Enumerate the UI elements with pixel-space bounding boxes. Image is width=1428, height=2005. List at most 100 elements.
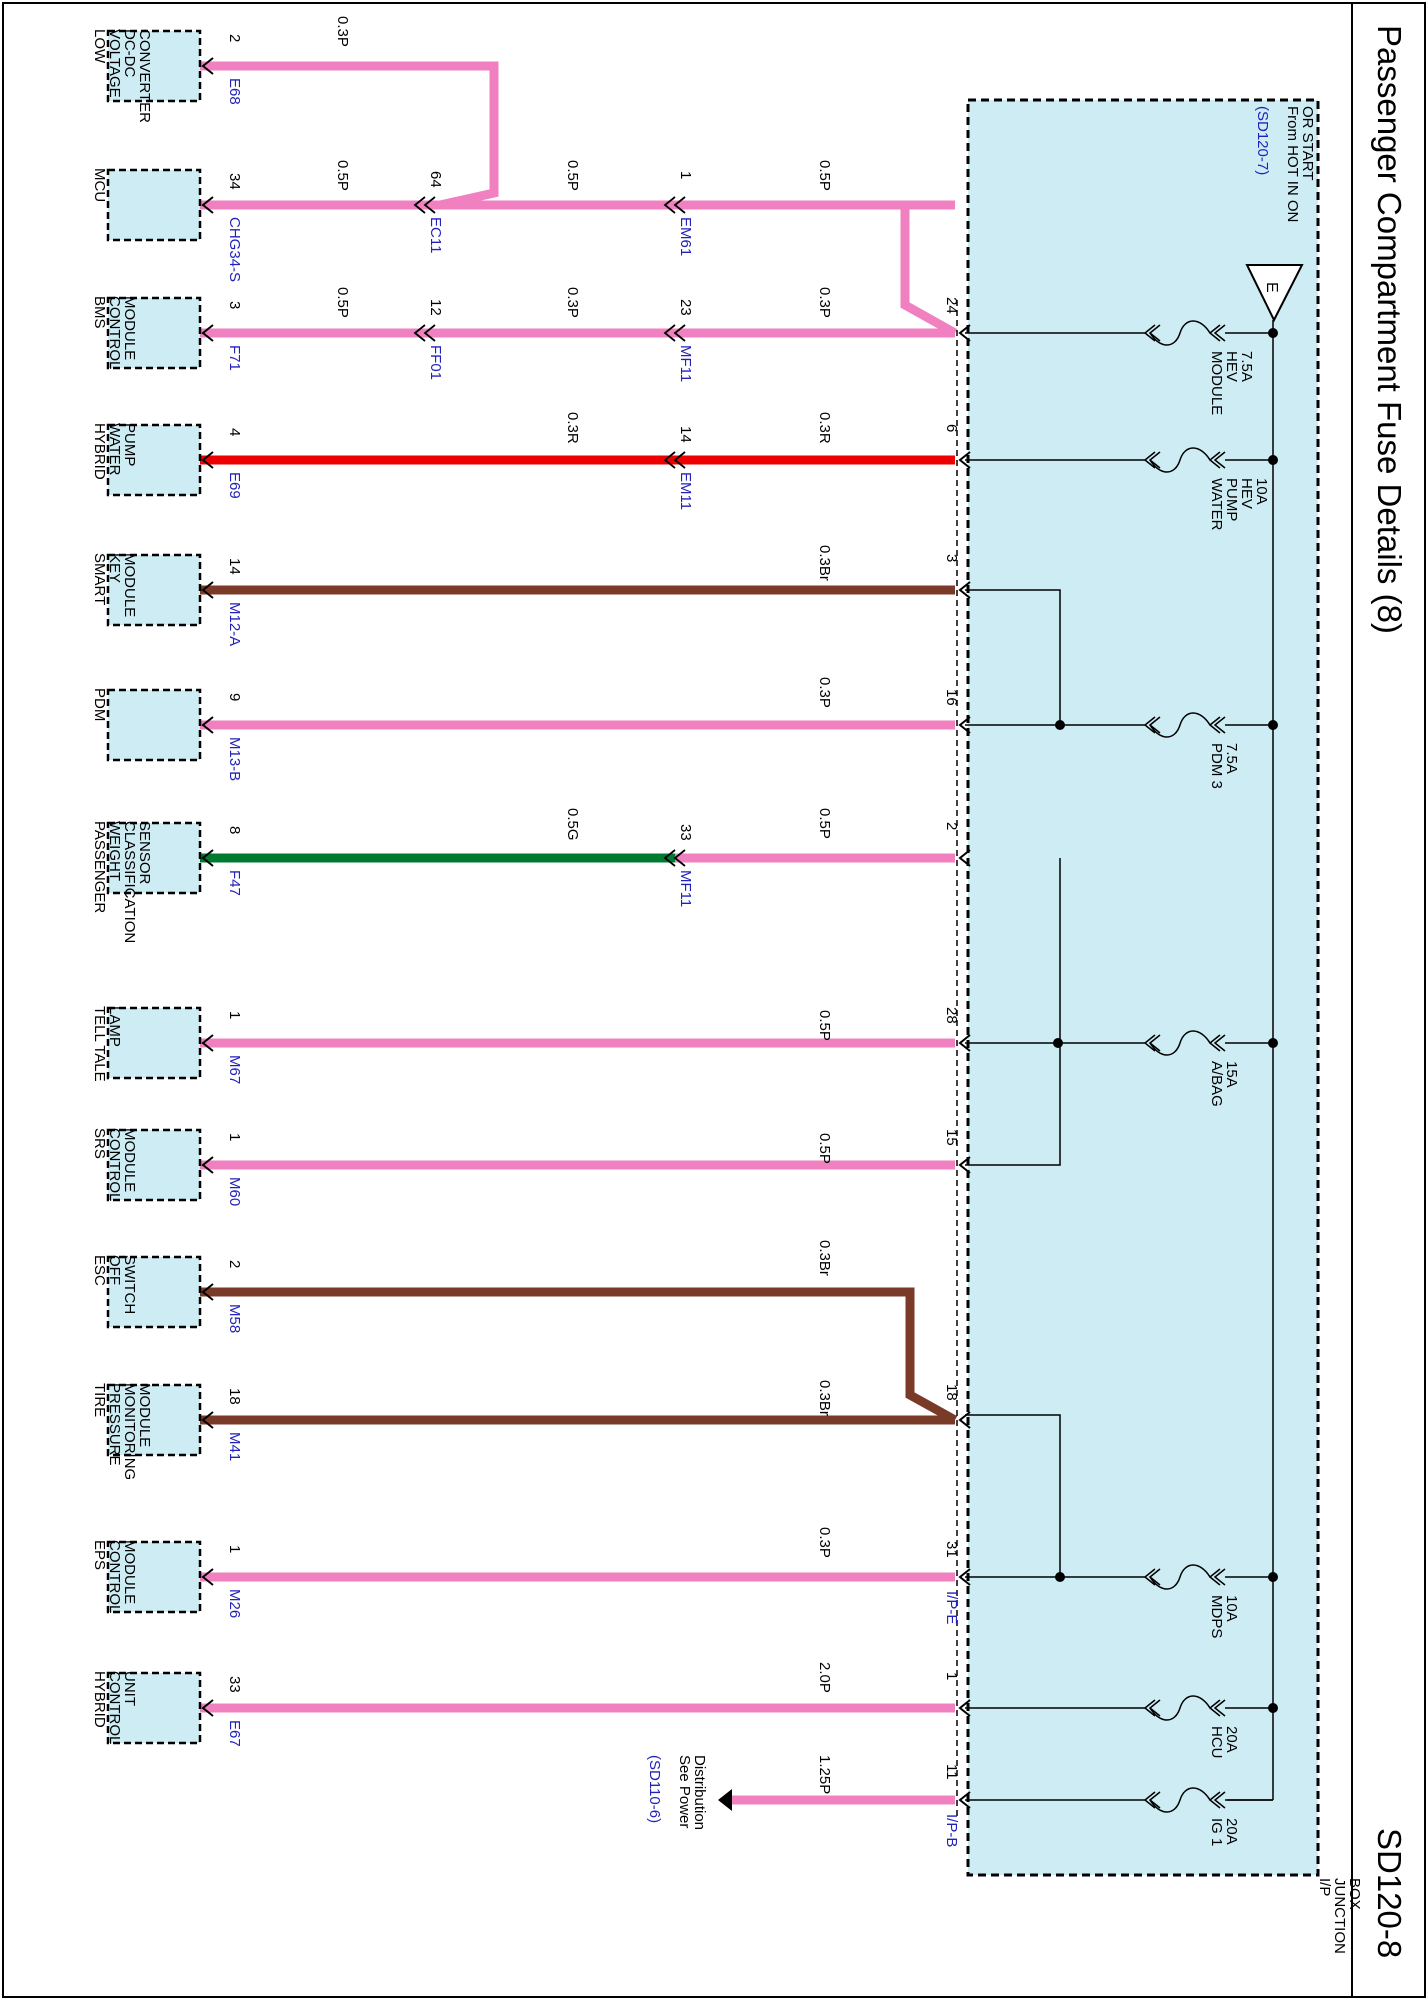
- wire-label-mcu-3: 0.5P: [816, 160, 833, 191]
- wire-label-hwp-1: 0.3R: [564, 412, 581, 444]
- inline-connector-ref: EC11: [427, 217, 444, 253]
- pdm3-branch-dot: [1055, 720, 1065, 730]
- device-label-tpms: TIREPRESSUREMONITORINGMODULE: [91, 1383, 153, 1480]
- device-connector-ref: M60: [226, 1177, 243, 1206]
- device-label-ldc: LOWVOLTAGEDC-DCCONVERTER: [91, 29, 153, 123]
- device-label-pwcs: PASSENGERWEIGHTCLASSIFICATIONSENSOR: [91, 821, 153, 943]
- wire-label-bms-1: 0.5P: [334, 287, 351, 318]
- fuse-element: [1149, 1030, 1211, 1056]
- device-pin-chevron: [201, 57, 214, 75]
- device-pin-chevron: [201, 1568, 214, 1586]
- wire-label-tell: 0.5P: [816, 1010, 833, 1041]
- device-pin-number: 33: [226, 1676, 243, 1693]
- device-pin-number: 3: [226, 301, 243, 309]
- box-pin-number: 11: [943, 1764, 960, 1780]
- fuse-element: [1149, 712, 1211, 738]
- device-connector-ref: E69: [226, 472, 243, 499]
- device-label-hcu: HYBRIDCONTROLUNIT: [91, 1671, 138, 1744]
- abag-branch: [965, 858, 1061, 1166]
- inline-connector-ff01: [413, 324, 436, 342]
- inline-connector-ec11: [413, 196, 436, 214]
- device-connector-ref: M67: [226, 1055, 243, 1084]
- device-pin-number: 1: [226, 1011, 243, 1019]
- device-connector-ref: M12-A: [226, 602, 243, 646]
- wire-label-ldc: 0.3P: [334, 16, 351, 47]
- device-label-srs: SRSCONTROLMODULE: [91, 1128, 138, 1201]
- device-label-esc: ESCOFFSWITCH: [91, 1255, 138, 1314]
- device-connector-ref: M26: [226, 1589, 243, 1618]
- inline-connector-ref: MF11: [677, 345, 694, 382]
- fuse-element: [1149, 320, 1211, 346]
- device-group: 2E68LOWVOLTAGEDC-DCCONVERTER34CHG34-SMCU…: [91, 29, 243, 1747]
- device-connector-ref: CHG34-S: [226, 217, 243, 282]
- fuse-element: [1149, 1787, 1211, 1813]
- device-pin-number: 9: [226, 693, 243, 701]
- device-pin-number: 1: [226, 1133, 243, 1141]
- wire-label-esc: 0.3Br: [816, 1240, 833, 1276]
- device-pin-number: 4: [226, 428, 243, 436]
- wire-esc: [200, 1287, 958, 1424]
- inline-connector-mf11-a: [663, 324, 686, 342]
- device-pin-chevron: [201, 716, 214, 734]
- wire-label-group: 0.3P 0.5P 0.5P 0.5P 0.5P 0.3P 0.3P 0.3R 0.3R 0.3B…: [334, 16, 833, 1794]
- box-pin-number: 18: [943, 1384, 960, 1401]
- wire-label-mcu-2: 0.5P: [564, 160, 581, 191]
- device-label-mcu: MCU: [91, 168, 108, 202]
- box-pin-number: 15: [943, 1129, 960, 1146]
- inline-pin-number: 12: [427, 299, 444, 316]
- wire-label-pdm: 0.3P: [816, 677, 833, 708]
- device-label-pdm: PDM: [91, 688, 108, 721]
- box-pin-number: 31: [943, 1541, 960, 1558]
- fuse-element: [1149, 1564, 1211, 1590]
- device-mcu: [106, 168, 202, 242]
- device-smk: [106, 553, 202, 627]
- device-tell: [106, 1006, 202, 1080]
- device-pwcs: [106, 821, 202, 895]
- inline-pin-number: 14: [677, 426, 694, 443]
- inline-connector-em11: [663, 451, 686, 469]
- device-ldc: [106, 29, 202, 103]
- inline-connector-ref: FF01: [427, 345, 444, 380]
- junction-box-label: I/P JUNCTION BOX: [1316, 1878, 1363, 1958]
- device-pin-chevron: [201, 581, 214, 599]
- box-pin-chevron: [958, 1791, 971, 1809]
- box-pin-number: 16: [943, 689, 960, 706]
- wire-label-pwcs-2: 0.5P: [816, 808, 833, 839]
- device-connector-ref: M13-B: [226, 737, 243, 781]
- mdps-branch-dot: [1055, 1572, 1065, 1582]
- box-pin-connector: I/P-E: [943, 1591, 960, 1624]
- device-pin-chevron: [201, 1283, 214, 1301]
- box-pin-chevron: [958, 716, 971, 734]
- pdm3-branch: [965, 589, 1061, 725]
- wire-label-bms-2: 0.3P: [564, 287, 581, 318]
- device-connector-ref: E67: [226, 1720, 243, 1747]
- source-triangle: [1245, 264, 1304, 323]
- box-pin-chevron: [958, 1034, 971, 1052]
- fuse-label-ig-1: IG 120A: [1208, 1818, 1240, 1846]
- box-pin-number: 2: [943, 822, 960, 830]
- device-pin-chevron: [201, 451, 214, 469]
- inline-connector-mf11-b: [663, 849, 686, 867]
- wire-ldc: [200, 61, 499, 210]
- inline-connector-ref: MF11: [677, 870, 694, 907]
- wire-label-hwp-2: 0.3R: [816, 412, 833, 444]
- device-pdm: [106, 688, 202, 762]
- device-pin-chevron: [201, 1699, 214, 1717]
- device-label-bms: BMSCONTROLMODULE: [91, 296, 138, 369]
- device-pin-number: 18: [226, 1388, 243, 1405]
- box-pin-chevron: [958, 324, 971, 342]
- device-pin-number: 2: [226, 1260, 243, 1268]
- ip-junction-box: [966, 98, 1320, 1877]
- wire-label-mcu-1: 0.5P: [334, 160, 351, 191]
- box-pin-number: 3: [943, 554, 960, 562]
- device-pin-number: 2: [226, 34, 243, 42]
- device-bms: [106, 296, 202, 370]
- source-ref: (SD120-7): [1254, 106, 1271, 175]
- device-label-smk: SMARTKEYMODULE: [91, 553, 138, 617]
- fuse-label-module-hev: MODULEHEV7.5A: [1208, 351, 1255, 415]
- device-srs: [106, 1128, 202, 1202]
- device-tpms: [106, 1383, 202, 1457]
